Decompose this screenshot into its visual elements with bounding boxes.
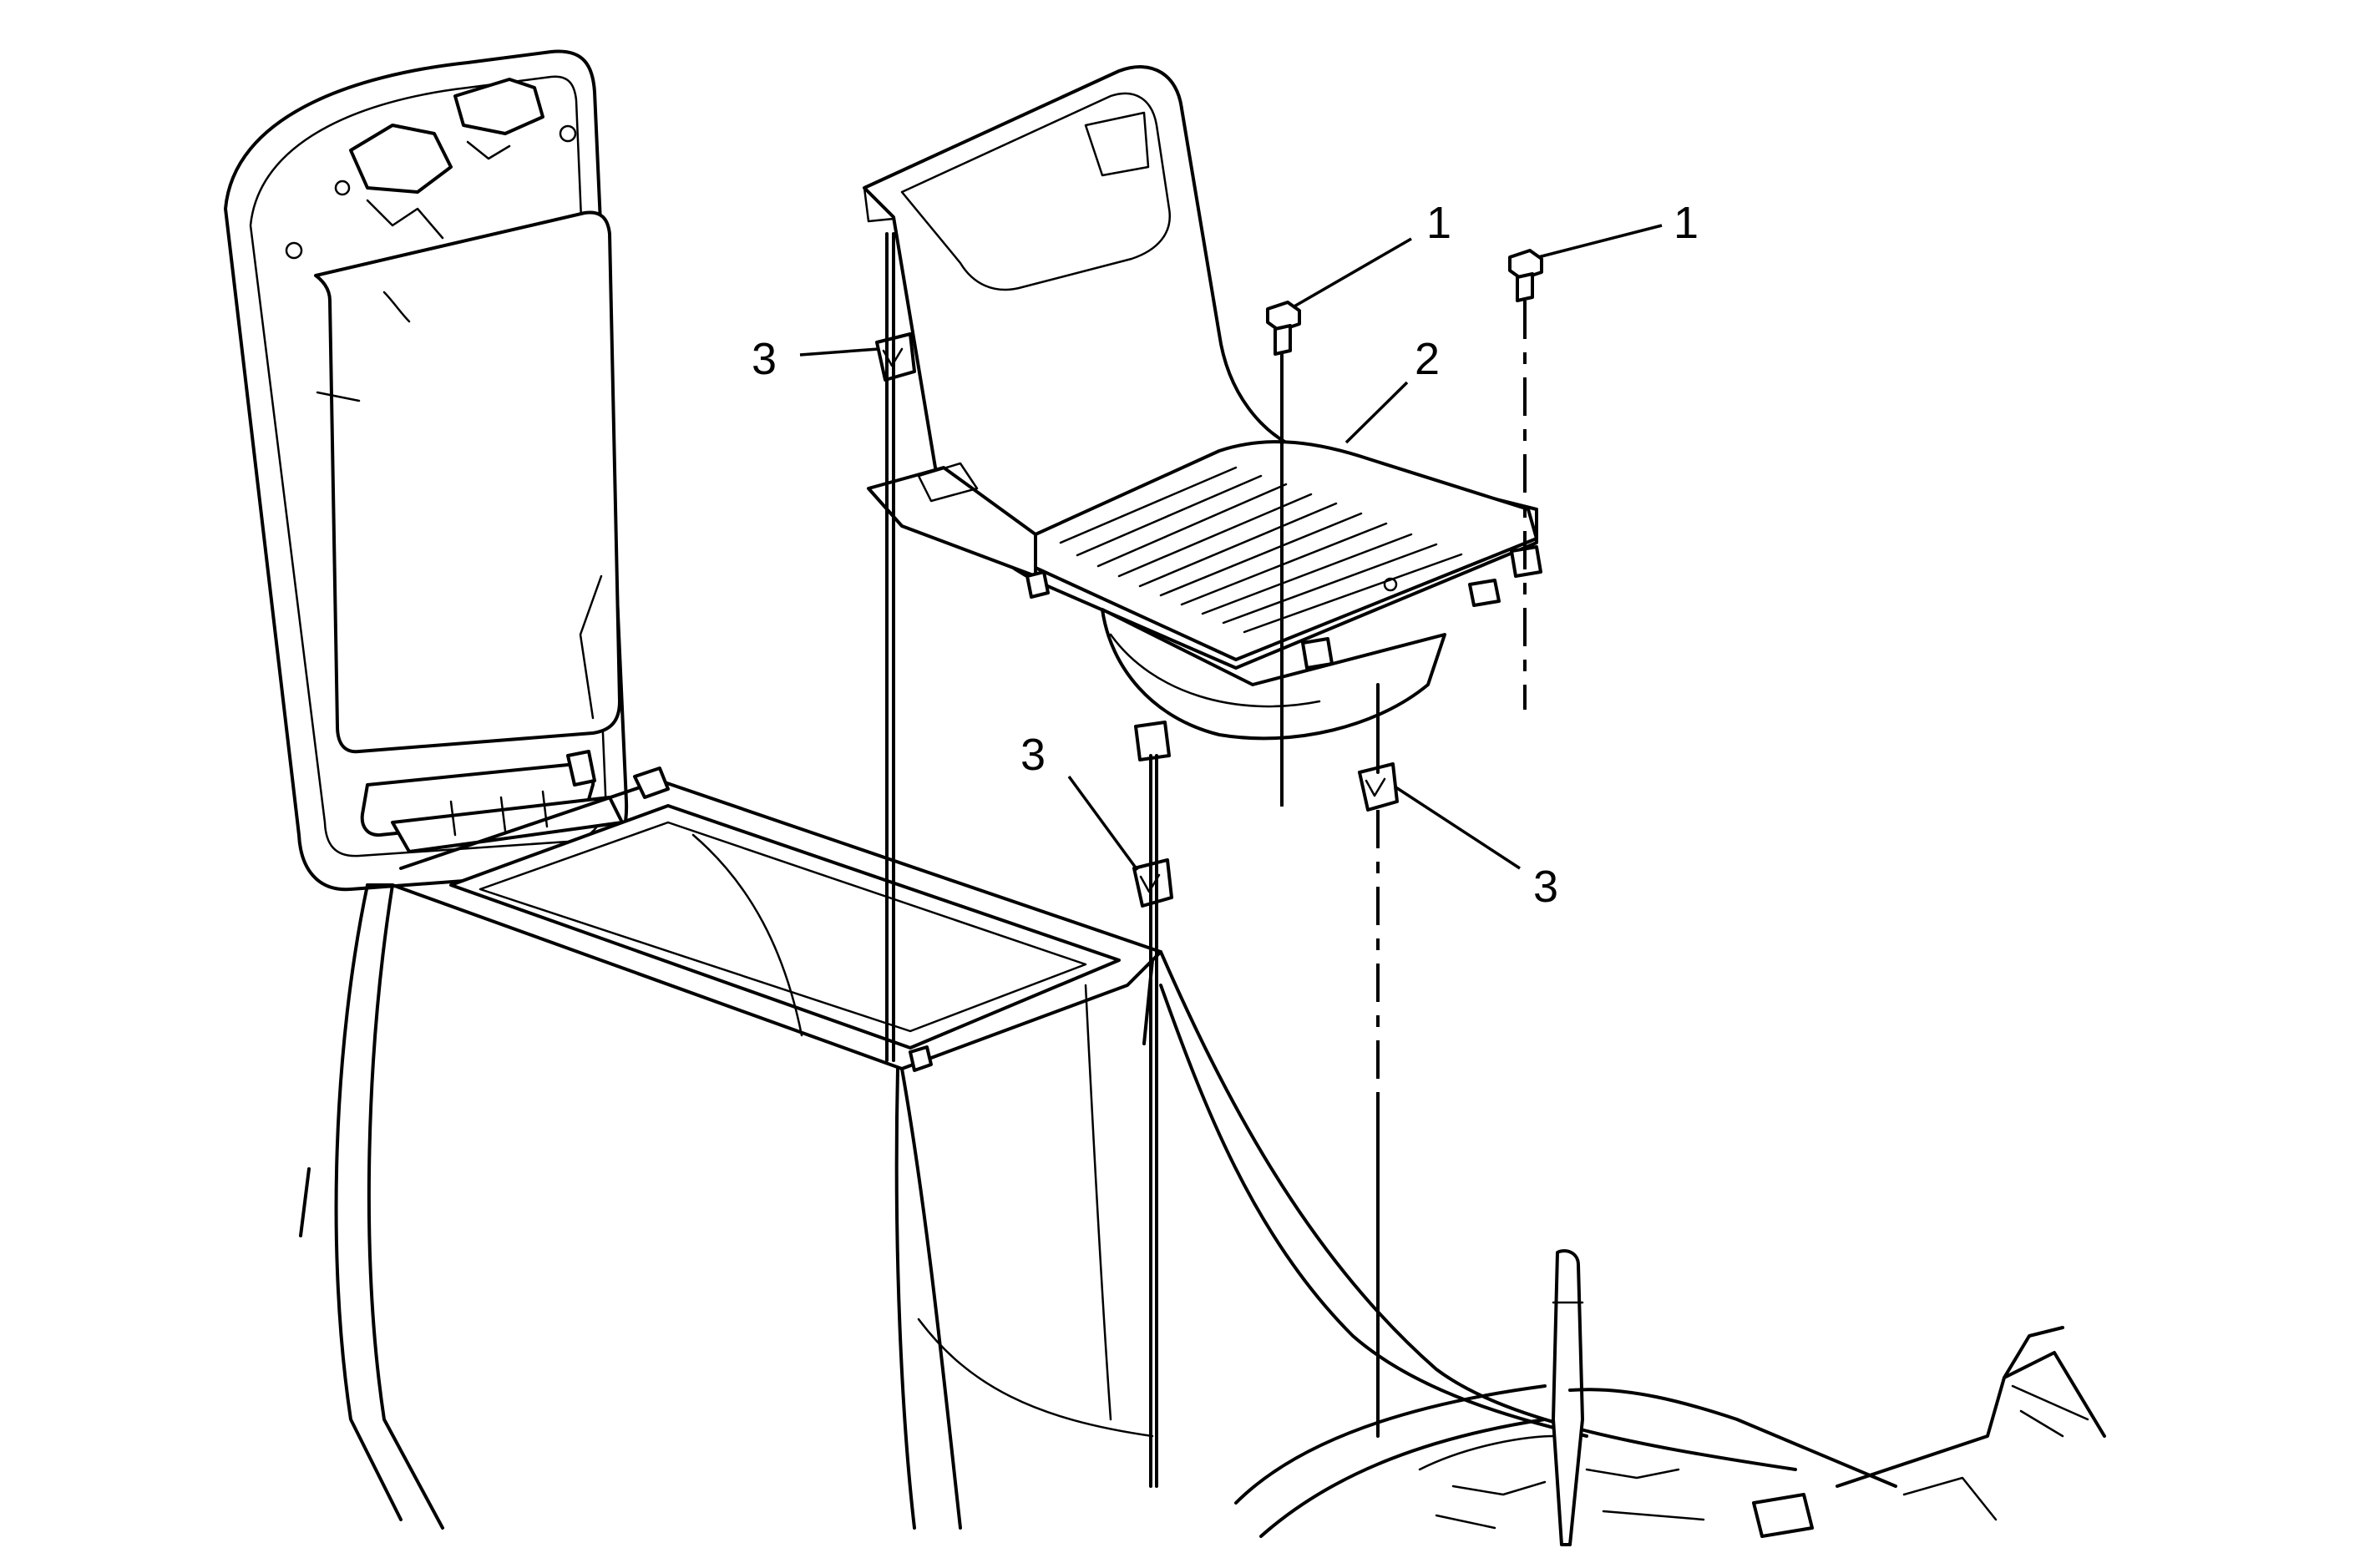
callout-1-right: 1 (1674, 198, 1699, 248)
armrest-lid (224, 49, 629, 892)
callout-leaders (799, 224, 1663, 872)
callout-1-left: 1 (1426, 198, 1451, 248)
retainer-clip-top-left (875, 332, 916, 382)
callout-3-middle: 3 (1020, 730, 1046, 780)
bolt-right (1508, 249, 1543, 302)
callout-3-right: 3 (1533, 862, 1558, 912)
console-body (299, 766, 1797, 1530)
alignment-lines (885, 232, 1527, 1488)
bolt-left (1266, 301, 1301, 356)
callout-2: 2 (1415, 334, 1440, 384)
retainer-clip-middle (1132, 858, 1173, 908)
retainer-clip-right (1358, 762, 1399, 812)
storage-bin-part (863, 65, 1542, 761)
shifter-area (1234, 1249, 2106, 1546)
callout-3-top-left: 3 (752, 334, 777, 384)
